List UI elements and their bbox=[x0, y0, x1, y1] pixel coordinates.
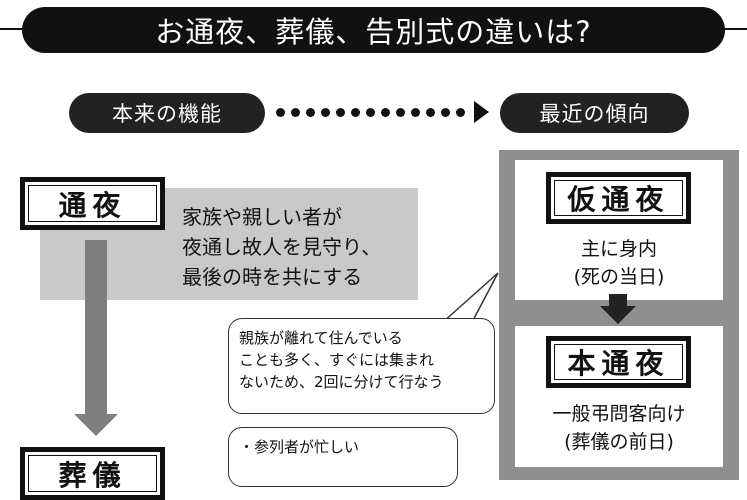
stage-tsuya: 通夜 bbox=[20, 177, 165, 230]
bubble-tail bbox=[442, 272, 499, 327]
header-original-function: 本来の機能 bbox=[69, 93, 265, 133]
hon-tsuya-description: 一般弔問客向け (葬儀の前日) bbox=[552, 403, 686, 453]
connector-arrowhead-icon bbox=[474, 101, 489, 123]
left-flow-arrow-shaft bbox=[85, 240, 107, 415]
stage-kari-tsuya: 仮通夜 bbox=[546, 172, 691, 224]
dotted-connector bbox=[276, 108, 465, 117]
title-rule-right bbox=[723, 28, 747, 30]
page-title: お通夜、葬儀、告別式の違いは? bbox=[22, 7, 725, 53]
bubble-attendees: ・参列者が忙しい bbox=[228, 427, 458, 487]
bubble-reason: 親族が離れて住んでいる ことも多く、すぐには集まれ ないため、2回に分けて行なう bbox=[228, 318, 495, 414]
left-flow-arrowhead-icon bbox=[74, 414, 118, 436]
stage-hon-tsuya: 本通夜 bbox=[546, 336, 691, 388]
header-recent-trend: 最近の傾向 bbox=[500, 93, 689, 133]
kari-tsuya-description: 主に身内 (死の当日) bbox=[573, 238, 665, 288]
title-rule-left bbox=[0, 28, 24, 30]
stage-sougi: 葬儀 bbox=[20, 447, 165, 500]
right-flow-arrowhead-icon bbox=[600, 306, 636, 324]
right-flow-arrow-shaft bbox=[609, 294, 627, 308]
